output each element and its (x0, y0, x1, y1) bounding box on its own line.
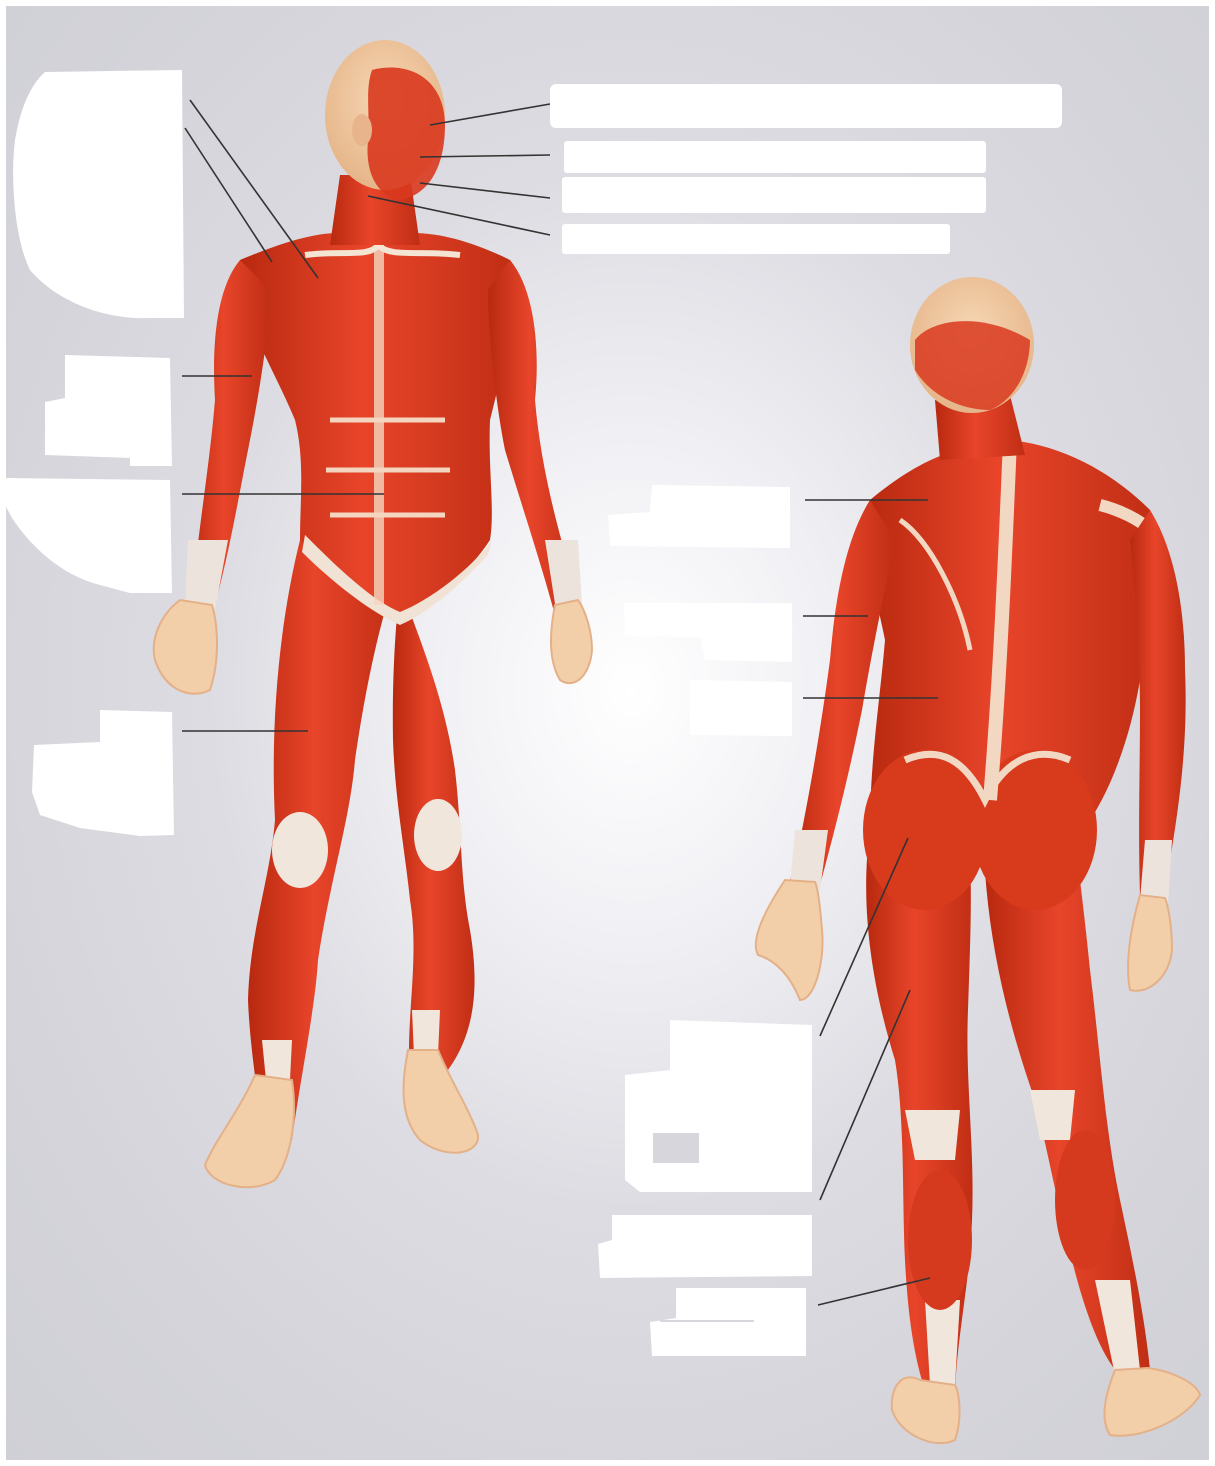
front-left-hand (154, 600, 217, 694)
front-right-knee (414, 799, 462, 871)
back-left-hand (756, 880, 823, 1000)
label-box-face-eye[interactable] (564, 141, 986, 173)
back-left-foot (892, 1377, 960, 1443)
label-box-face-mouth[interactable] (562, 177, 986, 213)
back-right-foot (1105, 1368, 1200, 1436)
label-box-front-abdomen[interactable] (6, 478, 172, 593)
label-box-back-lower[interactable] (690, 680, 792, 736)
label-box-neck[interactable] (562, 224, 950, 254)
front-face-muscles (367, 67, 445, 200)
back-right-hand (1128, 895, 1172, 991)
front-left-knee (272, 812, 328, 888)
label-box-back-arm[interactable] (624, 603, 792, 662)
front-right-foot (404, 1050, 479, 1153)
label-box-front-shoulder-chest[interactable] (13, 70, 184, 318)
label-box-front-upper-arm[interactable] (45, 355, 172, 466)
front-right-hand (551, 600, 592, 683)
front-figure (154, 40, 592, 1187)
label-box-back-hamstring[interactable] (598, 1215, 812, 1278)
front-left-foot (205, 1075, 294, 1187)
muscle-diagram (6, 6, 1209, 1460)
back-figure (756, 277, 1200, 1443)
diagram-sheet (6, 6, 1209, 1460)
label-box-front-thigh[interactable] (32, 710, 174, 836)
label-box-face-forehead[interactable] (550, 84, 1062, 128)
label-box-back-upper[interactable] (608, 485, 790, 548)
label-box-back-gluteal[interactable] (625, 1020, 812, 1192)
